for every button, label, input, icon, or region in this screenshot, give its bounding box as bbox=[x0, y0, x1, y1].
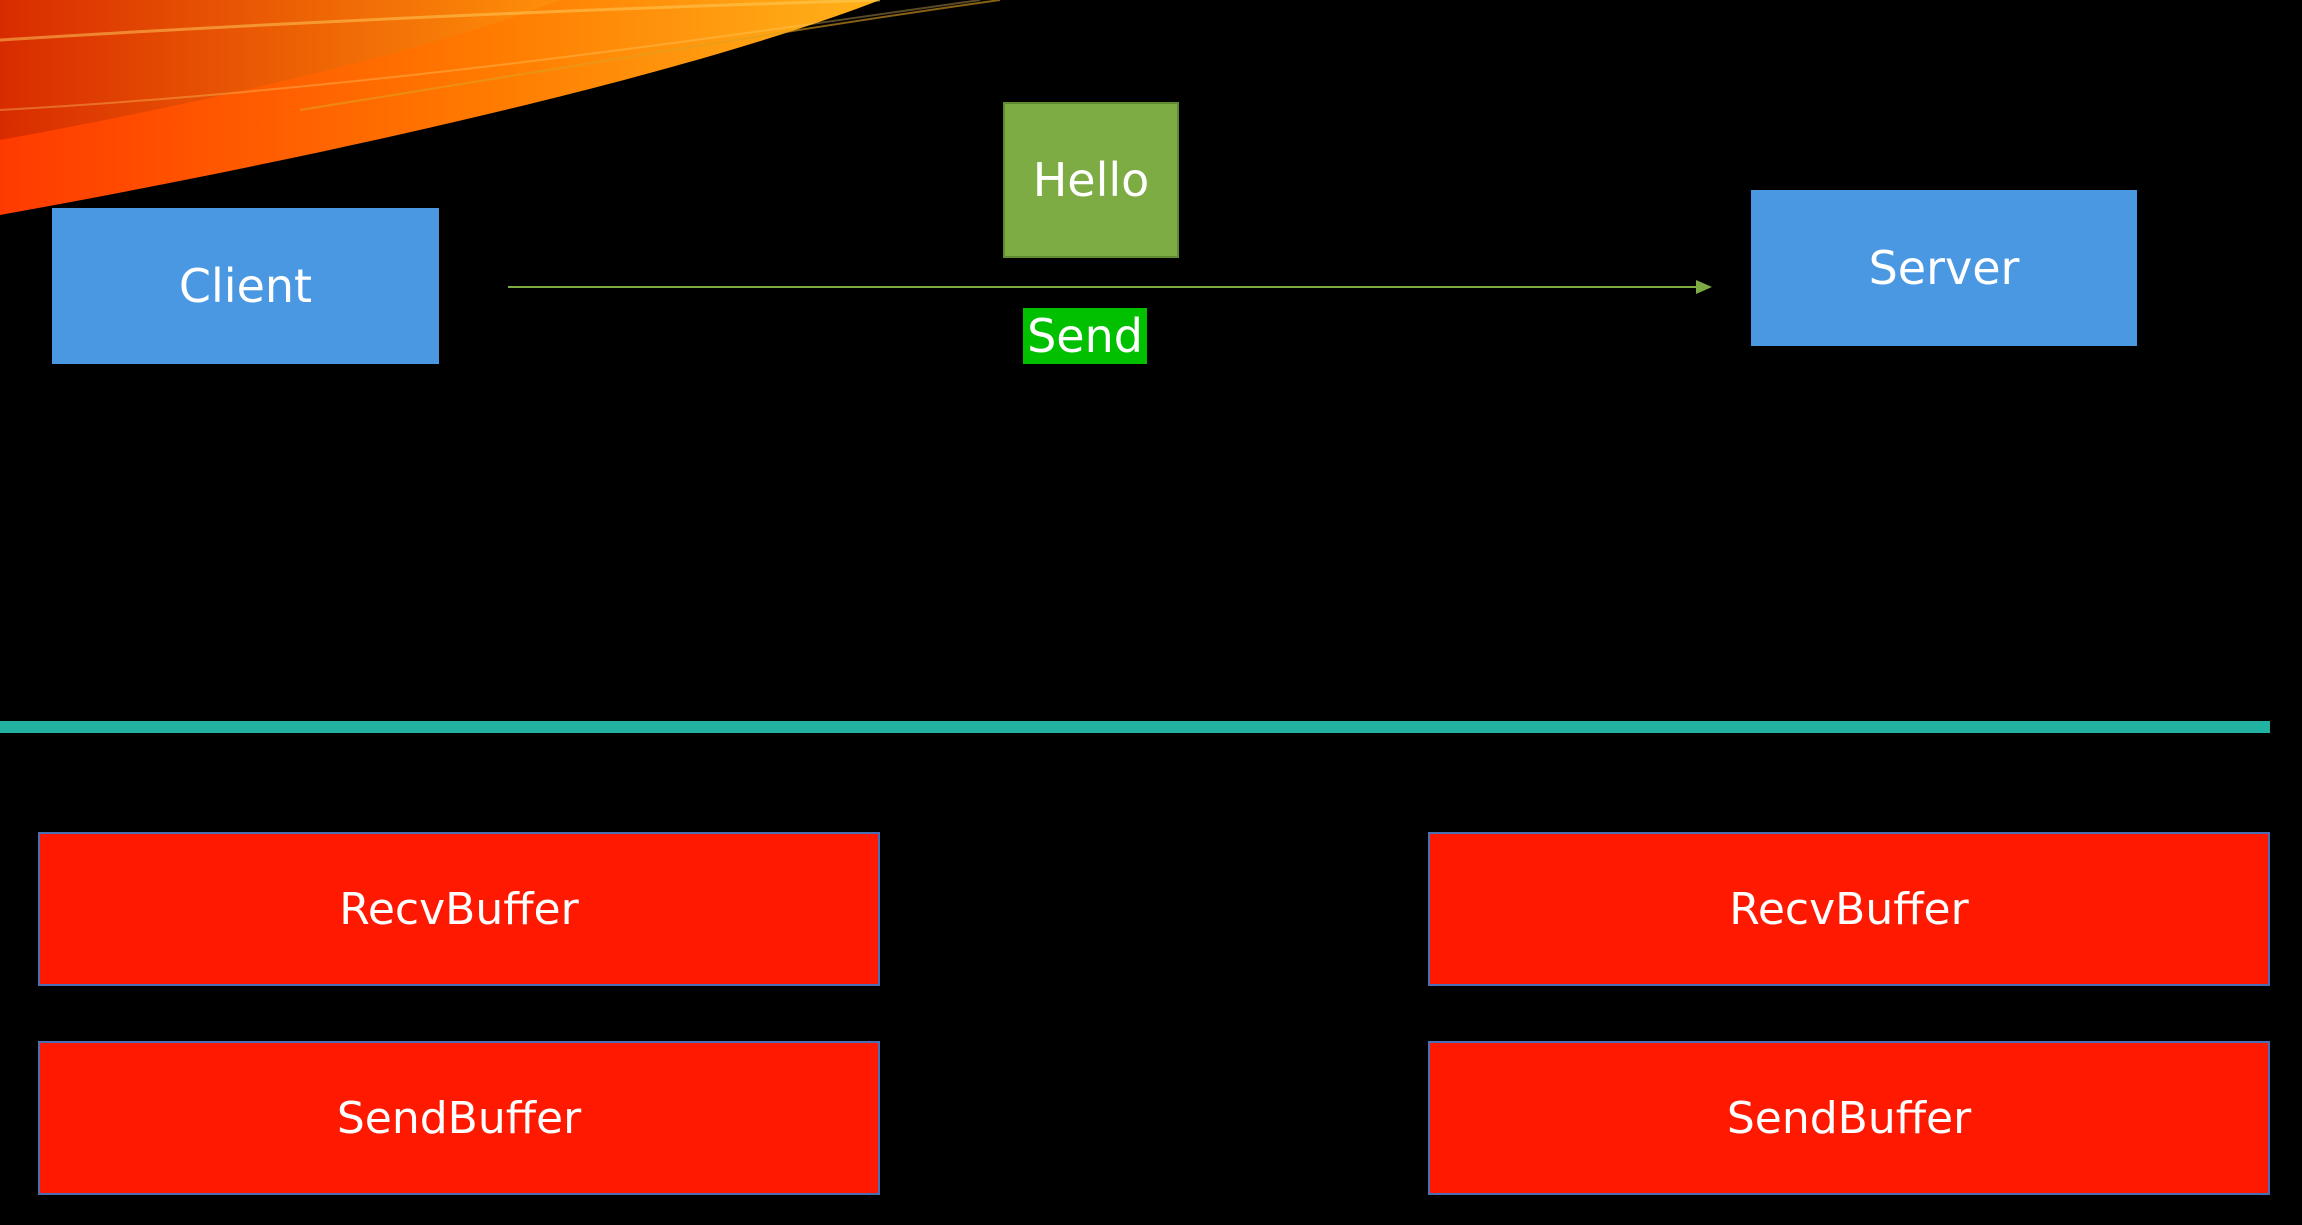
client-node: Client bbox=[52, 208, 439, 364]
message-packet: Hello bbox=[1003, 102, 1179, 258]
message-label: Hello bbox=[1032, 153, 1150, 207]
server-send-buffer: SendBuffer bbox=[1428, 1041, 2270, 1195]
server-node: Server bbox=[1751, 190, 2137, 346]
send-arrow bbox=[508, 280, 1712, 294]
server-recv-buffer-label: RecvBuffer bbox=[1729, 883, 1969, 935]
send-label: Send bbox=[1027, 309, 1143, 363]
orange-swoosh-decoration bbox=[0, 0, 1001, 215]
client-recv-buffer: RecvBuffer bbox=[38, 832, 880, 986]
divider-line bbox=[0, 721, 2270, 733]
client-send-buffer: SendBuffer bbox=[38, 1041, 880, 1195]
server-send-buffer-label: SendBuffer bbox=[1726, 1092, 1972, 1144]
arrow-head bbox=[1696, 280, 1712, 294]
client-label: Client bbox=[178, 259, 313, 313]
send-action-label: Send bbox=[1023, 308, 1147, 364]
server-label: Server bbox=[1868, 241, 2020, 295]
client-send-buffer-label: SendBuffer bbox=[336, 1092, 582, 1144]
client-recv-buffer-label: RecvBuffer bbox=[339, 883, 579, 935]
server-recv-buffer: RecvBuffer bbox=[1428, 832, 2270, 986]
